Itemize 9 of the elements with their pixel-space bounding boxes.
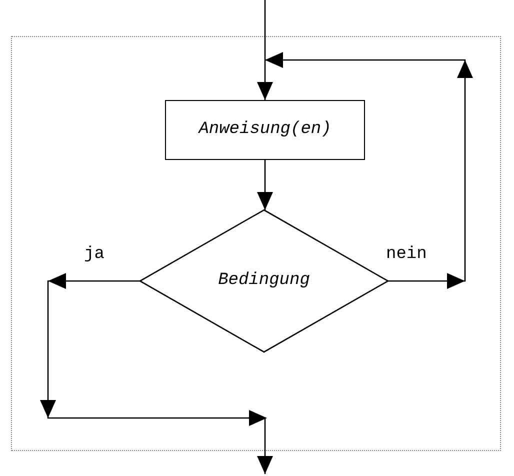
arrow	[265, 52, 473, 289]
arrow	[257, 0, 273, 100]
edge-label: ja	[84, 246, 104, 263]
node-label: Bedingung	[218, 270, 310, 292]
arrow	[257, 160, 273, 210]
decision-diamond	[138, 209, 390, 353]
arrow	[40, 273, 273, 474]
node-label: Anweisung(en)	[198, 119, 332, 142]
process-box	[165, 100, 365, 160]
